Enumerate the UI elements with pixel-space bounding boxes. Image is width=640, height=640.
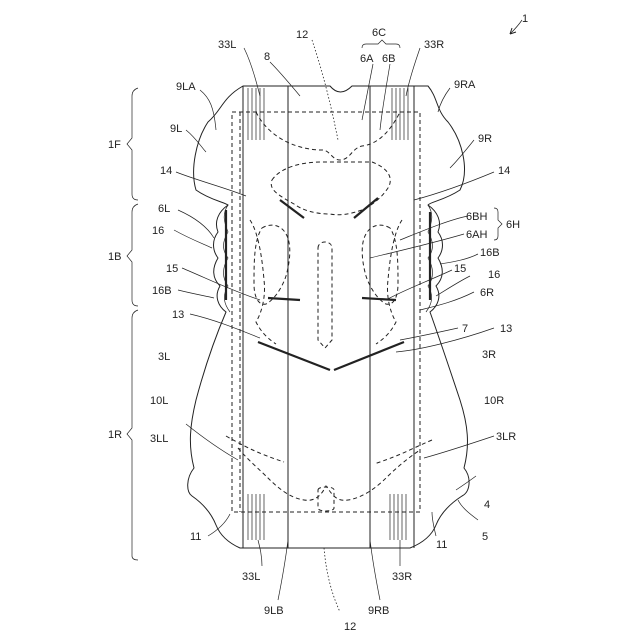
label-10L: 10L bbox=[150, 395, 168, 407]
label-9LB: 9LB bbox=[264, 605, 284, 617]
label-3LL: 3LL bbox=[150, 433, 168, 445]
label-33R-bottom: 33R bbox=[392, 571, 412, 583]
label-16B-left: 16B bbox=[152, 285, 172, 297]
label-8: 8 bbox=[264, 51, 270, 63]
label-1F: 1F bbox=[108, 139, 121, 151]
tape-33R-top bbox=[392, 88, 408, 140]
left-hip-pocket bbox=[254, 225, 290, 304]
fig-arrow bbox=[510, 20, 522, 34]
label-13-left: 13 bbox=[172, 309, 184, 321]
label-5: 5 bbox=[482, 531, 488, 543]
label-13-right: 13 bbox=[500, 323, 512, 335]
strip-13-right bbox=[334, 342, 404, 370]
chassis-outline bbox=[188, 86, 469, 548]
tape-33R-bottom bbox=[390, 494, 406, 540]
label-11-right: 11 bbox=[436, 539, 447, 551]
label-9R: 9R bbox=[478, 133, 492, 145]
label-6H: 6H bbox=[506, 219, 520, 231]
tape-33L-bottom bbox=[248, 494, 264, 540]
label-3LR: 3LR bbox=[496, 431, 516, 443]
label-12-bottom: 12 bbox=[344, 621, 356, 633]
label-4: 4 bbox=[484, 499, 490, 511]
rear-pad bbox=[238, 448, 420, 500]
label-9L: 9L bbox=[170, 123, 182, 135]
bracket-1B bbox=[127, 204, 138, 306]
label-9RB: 9RB bbox=[368, 605, 389, 617]
rear-pad-inner-r bbox=[374, 440, 432, 464]
leader-lines bbox=[174, 48, 494, 600]
center-slot bbox=[318, 242, 332, 348]
label-3L: 3L bbox=[158, 351, 170, 363]
brace-6H bbox=[494, 208, 502, 240]
label-33R-top: 33R bbox=[424, 39, 444, 51]
label-11-left: 11 bbox=[190, 531, 201, 543]
label-1B: 1B bbox=[108, 251, 121, 263]
label-6BH: 6BH bbox=[466, 211, 487, 223]
label-6AH: 6AH bbox=[466, 229, 487, 241]
label-16B-right: 16B bbox=[480, 247, 500, 259]
strip-14-right bbox=[354, 198, 378, 218]
center-axis-bottom bbox=[324, 548, 340, 612]
label-14-left: 14 bbox=[160, 165, 172, 177]
strip-15-right bbox=[362, 298, 396, 300]
front-band-6A bbox=[256, 112, 400, 160]
label-1R: 1R bbox=[108, 429, 122, 441]
brace-6C bbox=[362, 40, 400, 48]
label-12-top: 12 bbox=[296, 29, 308, 41]
label-6R: 6R bbox=[480, 287, 494, 299]
right-hip-pocket bbox=[362, 225, 398, 304]
label-16-right: 16 bbox=[488, 269, 500, 281]
label-3R: 3R bbox=[482, 349, 496, 361]
label-33L-bottom: 33L bbox=[242, 571, 260, 583]
label-14-right: 14 bbox=[498, 165, 510, 177]
label-6L: 6L bbox=[158, 203, 170, 215]
label-15-left: 15 bbox=[166, 263, 178, 275]
bracket-1R bbox=[127, 310, 138, 560]
label-16-left: 16 bbox=[152, 225, 164, 237]
rear-notch bbox=[318, 487, 334, 511]
tape-33L-top bbox=[248, 88, 264, 140]
label-9RA: 9RA bbox=[454, 79, 476, 91]
label-9LA: 9LA bbox=[176, 81, 196, 93]
label-6B: 6B bbox=[382, 53, 395, 65]
label-6C: 6C bbox=[372, 27, 386, 39]
label-15-right: 15 bbox=[454, 263, 466, 275]
strip-15-left bbox=[268, 298, 300, 300]
strip-13-left bbox=[258, 342, 330, 370]
label-6A: 6A bbox=[360, 53, 374, 65]
label-fig: 1 bbox=[522, 13, 528, 25]
bracket-1F bbox=[127, 88, 138, 200]
label-7: 7 bbox=[462, 323, 468, 335]
label-10R: 10R bbox=[484, 395, 504, 407]
label-33L-top: 33L bbox=[218, 39, 236, 51]
